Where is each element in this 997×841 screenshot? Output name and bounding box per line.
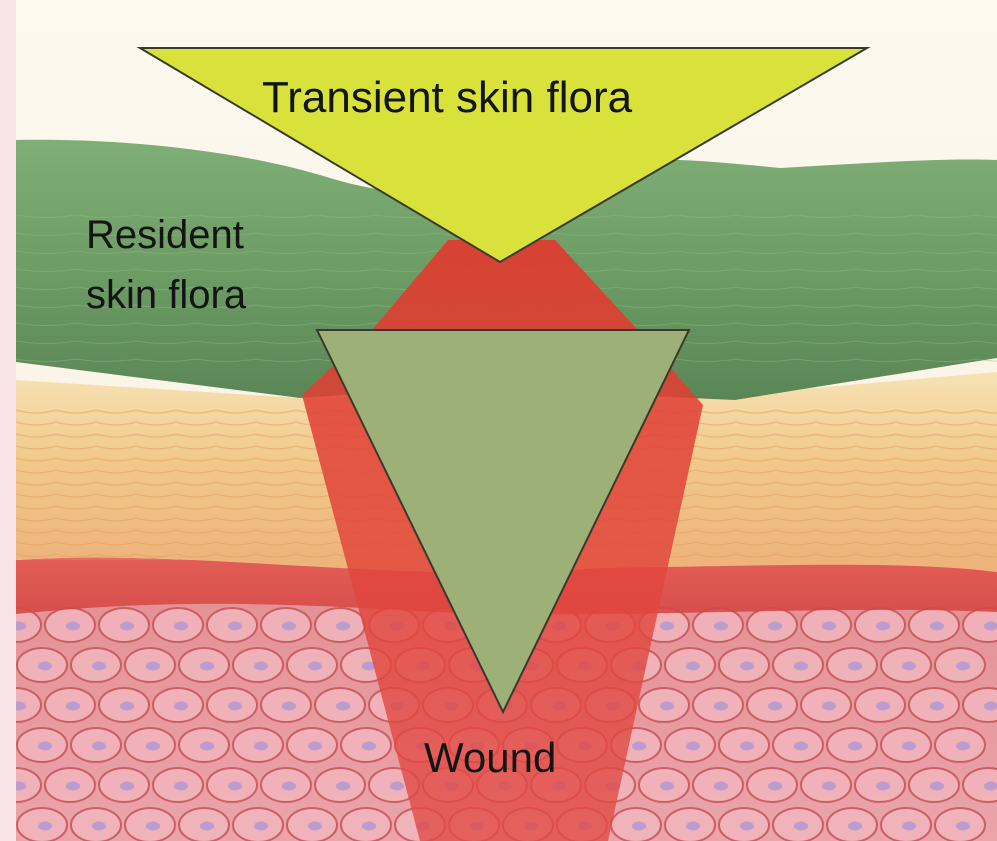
cell-nucleus [254, 662, 268, 671]
cell-nucleus [362, 822, 376, 831]
cell-nucleus [308, 822, 322, 831]
cell-nucleus [146, 822, 160, 831]
cell-nucleus [768, 702, 782, 711]
cell-nucleus [956, 742, 970, 751]
cell-nucleus [686, 742, 700, 751]
cell-nucleus [848, 662, 862, 671]
cell-nucleus [714, 622, 728, 631]
cell-nucleus [768, 622, 782, 631]
cell-nucleus [794, 662, 808, 671]
cell-nucleus [120, 782, 134, 791]
resident-flora-label: Resident skin flora [86, 205, 246, 325]
cell-nucleus [174, 622, 188, 631]
cell-nucleus [146, 742, 160, 751]
cell-nucleus [956, 662, 970, 671]
cell-nucleus [174, 782, 188, 791]
cell-nucleus [632, 742, 646, 751]
cell-nucleus [848, 822, 862, 831]
cell-nucleus [12, 622, 26, 631]
cell-nucleus [714, 702, 728, 711]
cell-nucleus [282, 782, 296, 791]
cell-nucleus [902, 742, 916, 751]
cell-nucleus [66, 622, 80, 631]
cell-nucleus [822, 782, 836, 791]
cell-nucleus [38, 742, 52, 751]
wound-label: Wound [424, 733, 556, 783]
cell-nucleus [254, 742, 268, 751]
cell-nucleus [740, 822, 754, 831]
transient-flora-label: Transient skin flora [262, 72, 632, 125]
cell-nucleus [632, 822, 646, 831]
cell-nucleus [38, 822, 52, 831]
cell-nucleus [794, 742, 808, 751]
cell-nucleus [282, 702, 296, 711]
cell-nucleus [336, 782, 350, 791]
cell-nucleus [390, 782, 404, 791]
cell-nucleus [92, 662, 106, 671]
cell-nucleus [902, 822, 916, 831]
cell-nucleus [308, 742, 322, 751]
cell-nucleus [174, 702, 188, 711]
cell-nucleus [876, 702, 890, 711]
cell-nucleus [822, 702, 836, 711]
cell-nucleus [200, 662, 214, 671]
cell-nucleus [930, 622, 944, 631]
cell-nucleus [930, 782, 944, 791]
cell-nucleus [12, 782, 26, 791]
cell-nucleus [200, 822, 214, 831]
cell-nucleus [660, 782, 674, 791]
cell-nucleus [660, 622, 674, 631]
cell-nucleus [92, 822, 106, 831]
cell-nucleus [200, 742, 214, 751]
cell-nucleus [848, 742, 862, 751]
cell-nucleus [930, 702, 944, 711]
cell-nucleus [768, 782, 782, 791]
cell-nucleus [66, 782, 80, 791]
cell-nucleus [794, 822, 808, 831]
cell-nucleus [714, 782, 728, 791]
cell-nucleus [686, 822, 700, 831]
cell-nucleus [38, 662, 52, 671]
cell-nucleus [876, 782, 890, 791]
cell-nucleus [822, 622, 836, 631]
cell-nucleus [956, 822, 970, 831]
cell-nucleus [686, 662, 700, 671]
cell-nucleus [902, 662, 916, 671]
cell-nucleus [92, 742, 106, 751]
cell-nucleus [146, 662, 160, 671]
cell-nucleus [228, 782, 242, 791]
cell-nucleus [66, 702, 80, 711]
cell-nucleus [336, 622, 350, 631]
cell-nucleus [228, 622, 242, 631]
cell-nucleus [308, 662, 322, 671]
cell-nucleus [740, 662, 754, 671]
cell-nucleus [336, 702, 350, 711]
cell-nucleus [228, 702, 242, 711]
cell-nucleus [12, 702, 26, 711]
cell-nucleus [876, 622, 890, 631]
cell-nucleus [120, 702, 134, 711]
cell-nucleus [362, 742, 376, 751]
cell-nucleus [740, 742, 754, 751]
cell-nucleus [660, 702, 674, 711]
cell-nucleus [254, 822, 268, 831]
cell-nucleus [120, 622, 134, 631]
cell-nucleus [282, 622, 296, 631]
